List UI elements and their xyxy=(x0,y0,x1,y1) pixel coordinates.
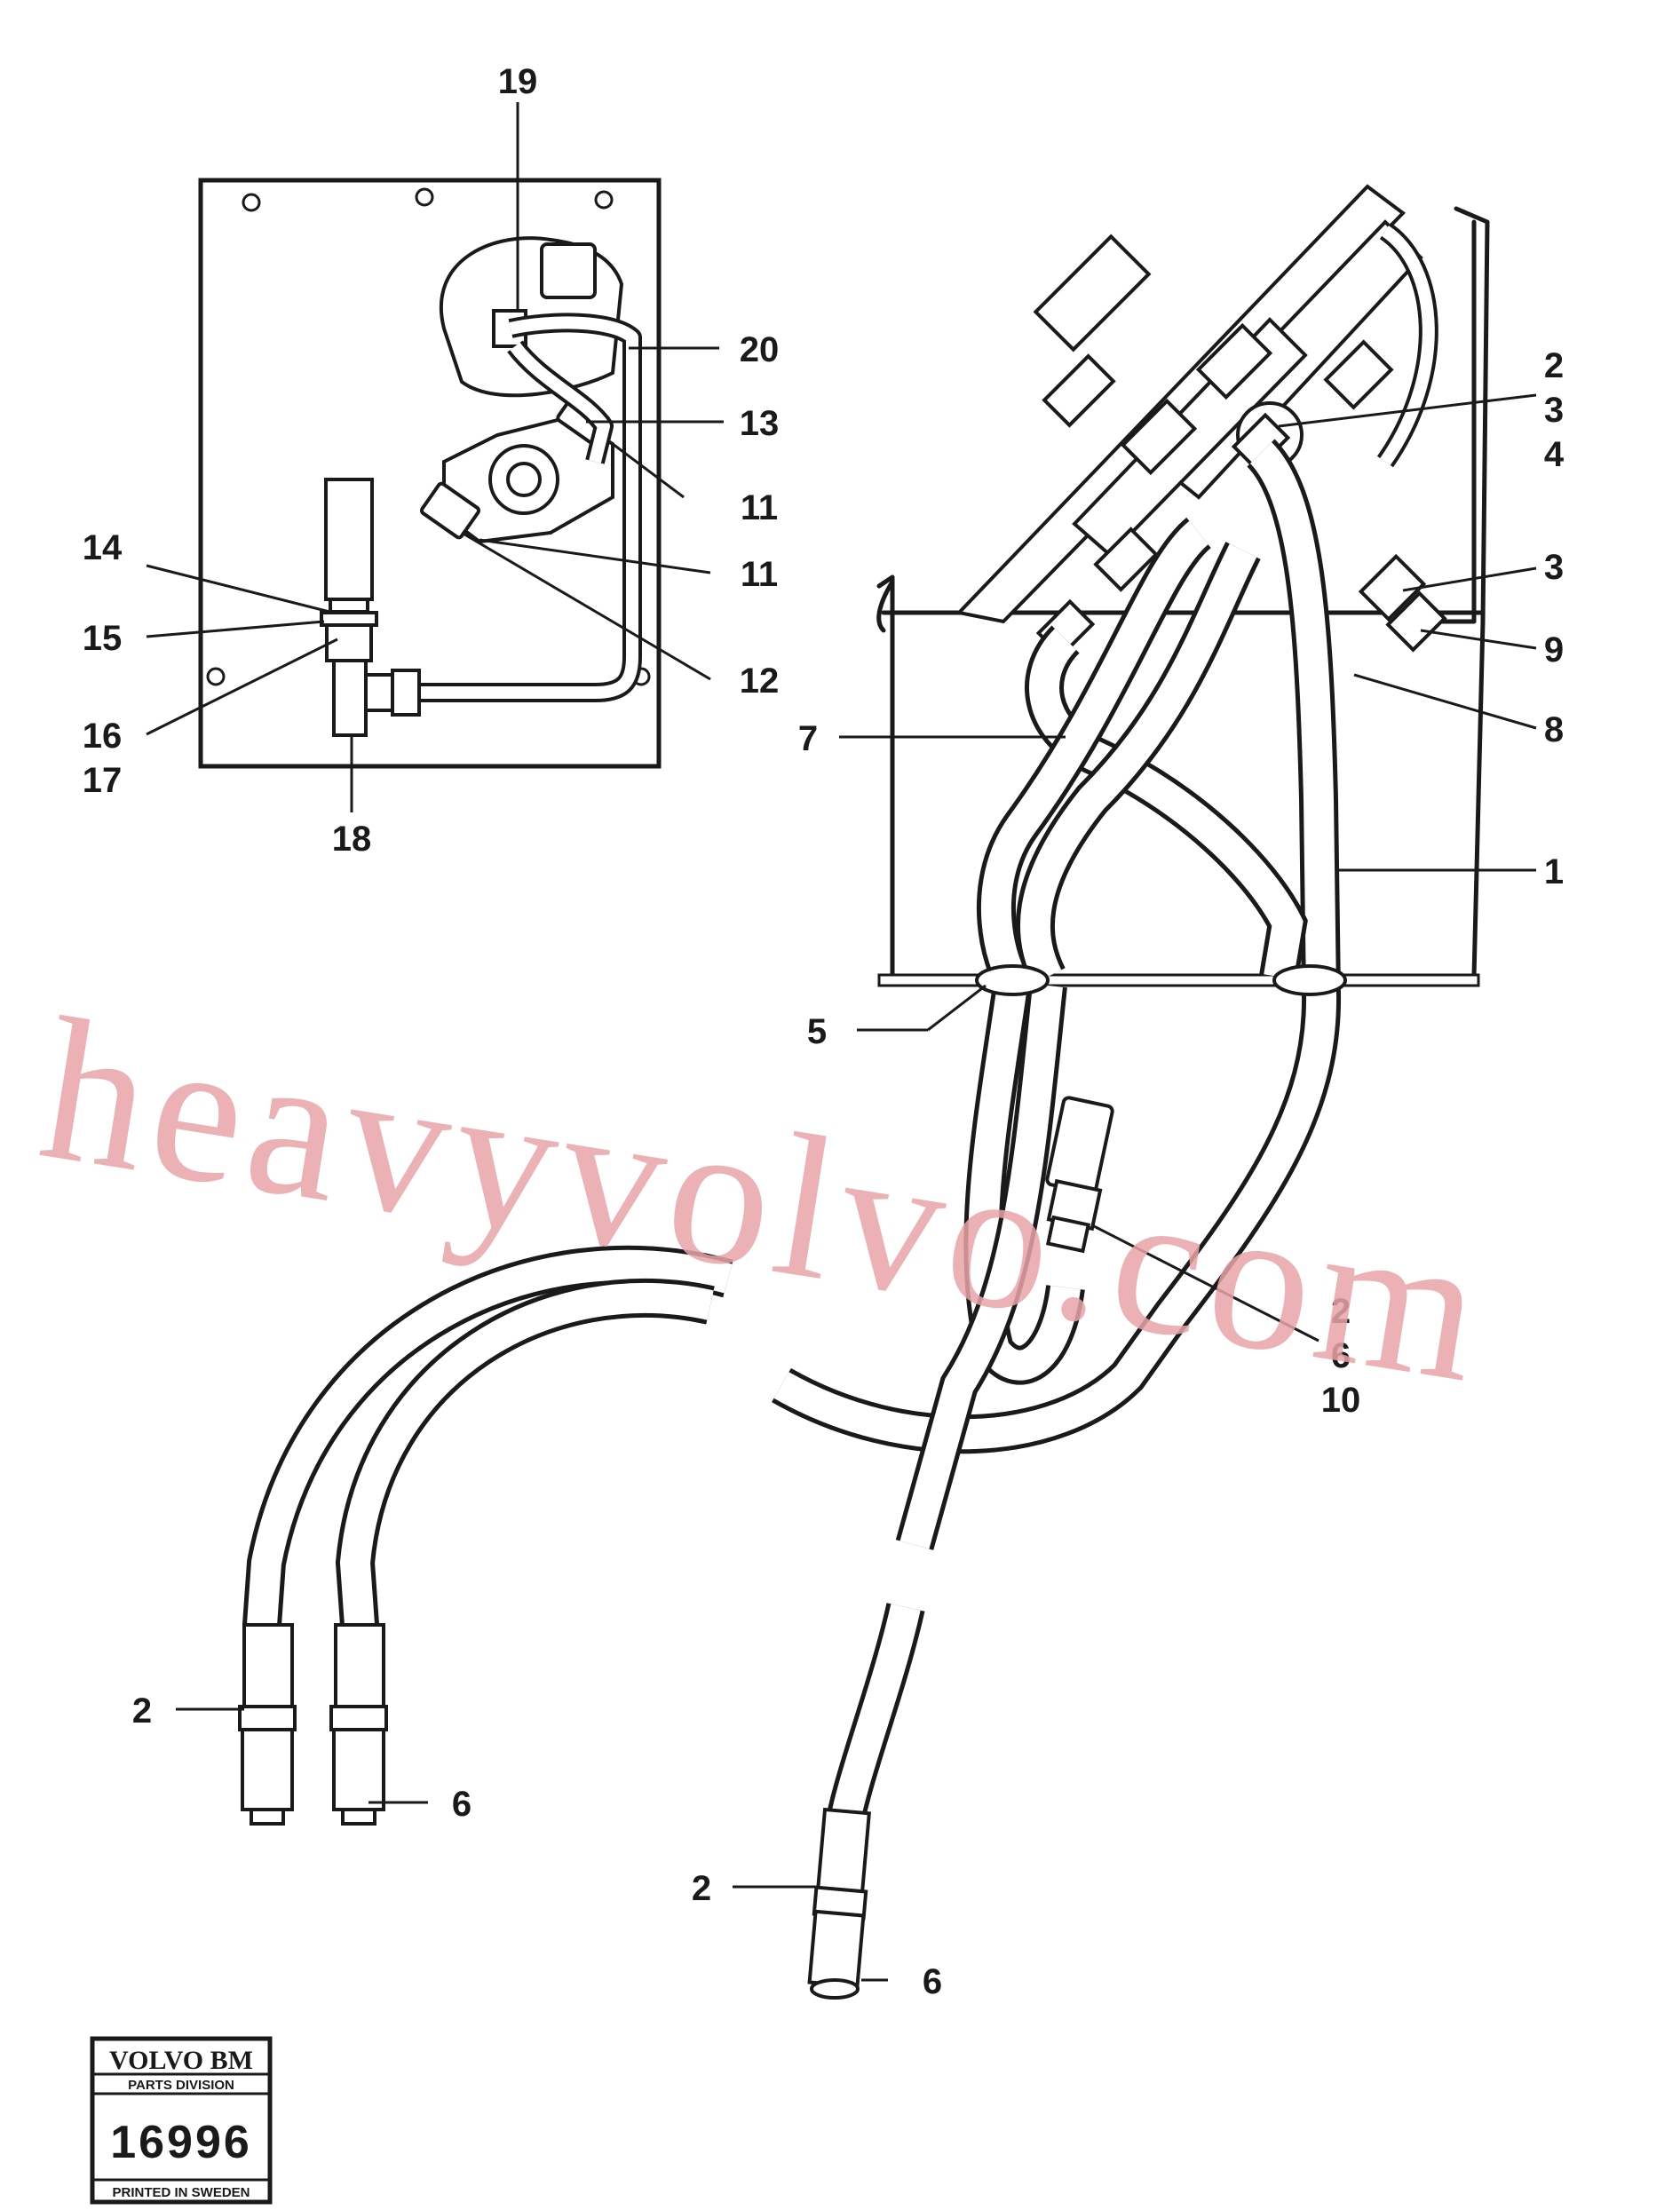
main-assembly xyxy=(176,184,1537,2000)
callout-labels: 2 3 4 3 9 8 1 7 5 2 6 10 2 6 2 6 19 20 1… xyxy=(83,62,1565,2001)
callout-17: 17 xyxy=(83,761,123,800)
callout-3: 3 xyxy=(1544,391,1564,430)
callout-8: 8 xyxy=(1544,710,1564,749)
watermark: heavyvolvo.com xyxy=(28,975,1501,1426)
callout-10: 10 xyxy=(1321,1381,1361,1420)
callout-6: 6 xyxy=(1331,1336,1351,1375)
callout-20: 20 xyxy=(740,330,780,369)
callout-11: 11 xyxy=(741,555,778,594)
callout-2: 2 xyxy=(132,1691,152,1731)
main-valve-assembly xyxy=(955,184,1447,659)
main-hoses xyxy=(242,439,1342,1833)
stamp-number: 16996 xyxy=(110,2117,252,2168)
callout-2: 2 xyxy=(1544,346,1564,385)
callout-3: 3 xyxy=(1544,548,1564,587)
callout-6: 6 xyxy=(923,1962,942,2001)
callout-14: 14 xyxy=(83,528,123,567)
callout-12: 12 xyxy=(740,661,780,701)
inset-leaders xyxy=(146,102,724,812)
callout-2: 2 xyxy=(1331,1292,1351,1331)
hose-clamps xyxy=(975,964,1347,996)
callout-5: 5 xyxy=(807,1012,827,1051)
callout-9: 9 xyxy=(1544,630,1564,669)
callout-13: 13 xyxy=(740,404,780,443)
callout-11: 11 xyxy=(741,488,778,527)
callout-7: 7 xyxy=(798,719,818,758)
callout-1: 1 xyxy=(1544,852,1564,891)
callout-2: 2 xyxy=(692,1869,711,1908)
callout-15: 15 xyxy=(83,619,123,658)
callout-19: 19 xyxy=(498,62,538,101)
couplings xyxy=(238,1096,1114,2000)
callout-6: 6 xyxy=(452,1785,472,1824)
volvo-bm-stamp: VOLVO BM PARTS DIVISION 16996 PRINTED IN… xyxy=(90,2036,273,2205)
stamp-printed: PRINTED IN SWEDEN xyxy=(112,2185,250,2200)
stamp-brand: VOLVO BM xyxy=(109,2046,253,2075)
callout-16: 16 xyxy=(83,717,123,756)
callout-18: 18 xyxy=(332,820,372,859)
inset-panel xyxy=(146,102,724,812)
inset-filter-tee xyxy=(320,478,421,737)
main-leaders xyxy=(176,393,1537,1982)
callout-4: 4 xyxy=(1544,435,1565,474)
stamp-division: PARTS DIVISION xyxy=(128,2078,234,2093)
